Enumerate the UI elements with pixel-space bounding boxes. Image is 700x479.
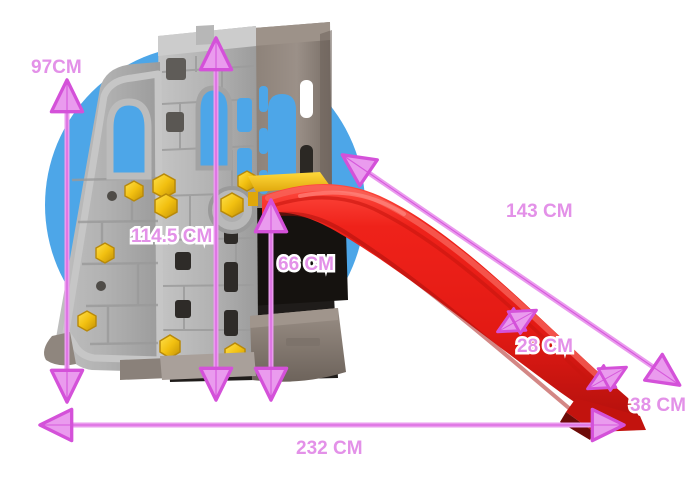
arrow-143cm [340,153,682,387]
dimension-arrows [38,36,682,443]
base-label [286,338,320,346]
window-slot [166,112,184,132]
window-arch [106,98,152,180]
window-slot [166,58,186,80]
window-slot [259,86,268,112]
window-slot [175,252,191,270]
tower-knob [220,192,244,218]
window-slot [259,128,268,154]
window-arch [268,94,296,180]
hand-hole [107,191,117,201]
window-slot [224,262,238,292]
window-slot [237,98,252,132]
hand-hole [96,281,106,291]
climbing-knob [124,180,144,202]
window-slot [224,310,238,336]
tower-knob [152,173,176,199]
arrow-38cm [586,364,628,392]
arrow-28cm [496,307,538,335]
climbing-knob [77,310,97,332]
wall-foot [120,358,170,380]
window-slot [175,300,191,318]
tower-knob [154,193,178,219]
climbing-knob [95,242,115,264]
tower-knob [159,334,181,359]
window-slot [300,80,313,118]
rear-tower [254,22,332,208]
